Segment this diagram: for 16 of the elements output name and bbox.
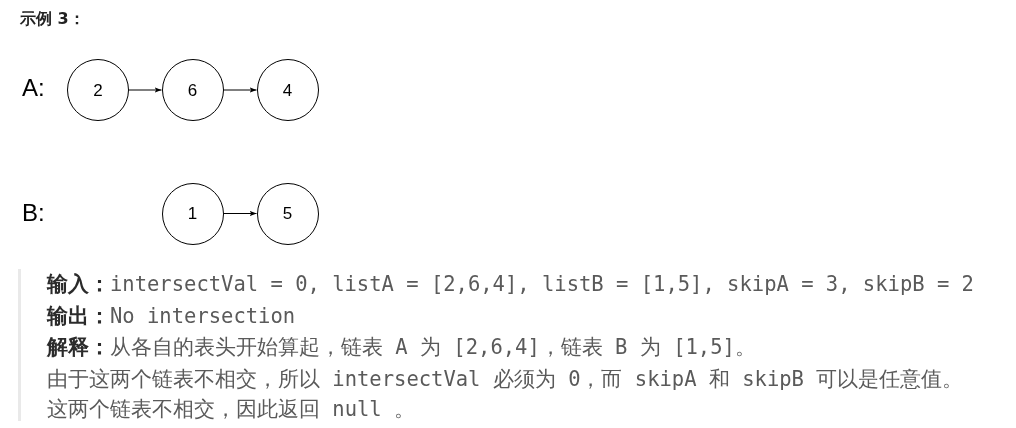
- list-label: B:: [22, 199, 45, 227]
- arrow: [223, 210, 257, 217]
- quote-text: 解释：从各自的表头开始算起，链表 A 为 [2,6,4]，链表 B 为 [1,5]。: [47, 334, 756, 360]
- list-node-circle: 1: [161, 182, 224, 245]
- quote-text: 输出：No intersection: [47, 303, 296, 329]
- quote-text: 输入：intersectVal = 0, listA = [2,6,4], listB = [1,5], skipA = 3, skipB = 2: [47, 271, 974, 297]
- quote-text: 由于这两个链表不相交，所以 intersectVal 必须为 0，而 skipA 和 skipB 可以是任意值。: [47, 366, 964, 392]
- list-node-circle: 2: [67, 59, 129, 121]
- list-node-circle: 5: [256, 182, 319, 245]
- arrow: [128, 87, 162, 93]
- heading: 示例 3：: [20, 9, 85, 29]
- list-label: A:: [22, 74, 45, 102]
- arrow: [223, 87, 257, 93]
- quote-text: 这两个链表不相交，因此返回 null 。: [47, 396, 416, 422]
- list-node-circle: 6: [161, 59, 224, 121]
- list-node-circle: 4: [256, 59, 319, 121]
